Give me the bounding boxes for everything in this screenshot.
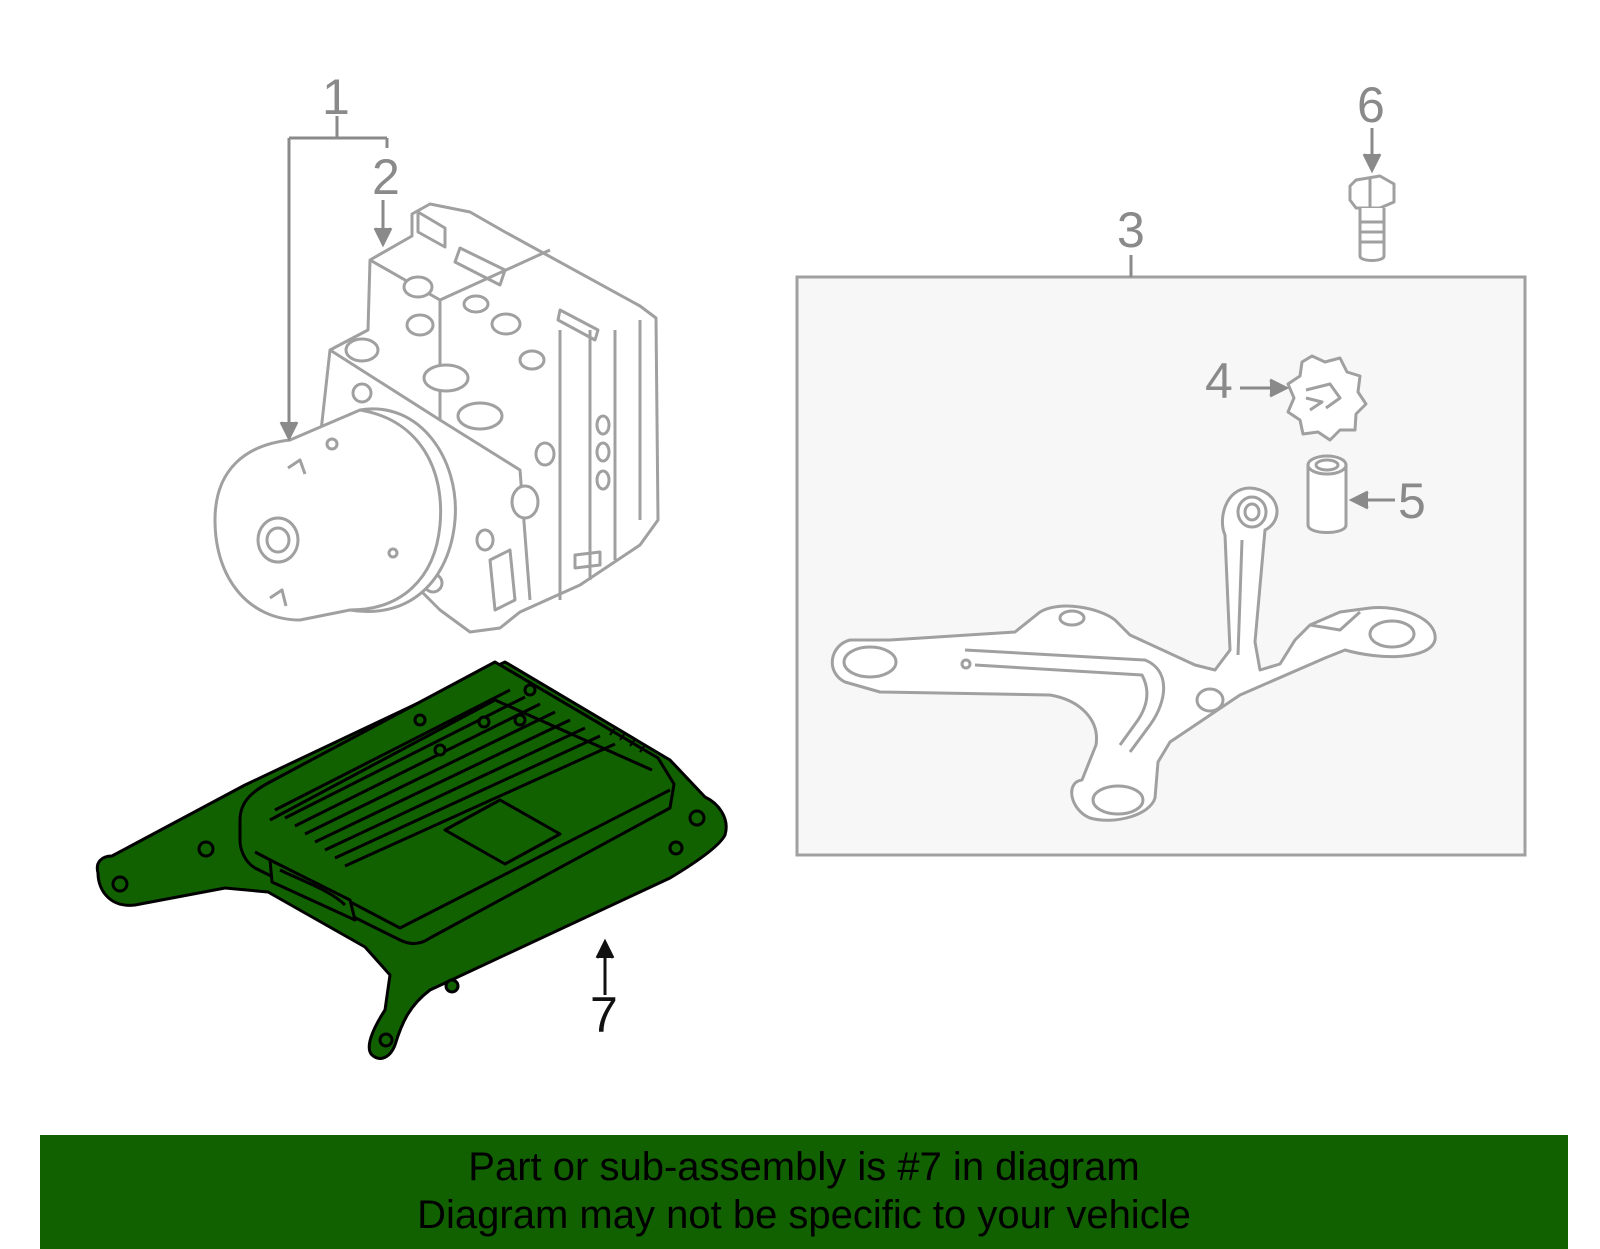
callout-4-leader	[1240, 378, 1290, 398]
banner-line-disclaimer: Diagram may not be specific to your vehi…	[417, 1193, 1191, 1237]
callout-7-leader	[595, 938, 615, 995]
mounting-bracket	[830, 486, 1437, 822]
callout-6: 6	[1357, 77, 1385, 133]
callout-5: 5	[1398, 473, 1426, 529]
nut-part-4	[1286, 354, 1368, 442]
abs-hydraulic-unit	[213, 202, 660, 634]
callout-2: 2	[372, 149, 400, 205]
banner-line-part-number: Part or sub-assembly is #7 in diagram	[468, 1145, 1140, 1189]
callout-4: 4	[1205, 353, 1233, 409]
abs-control-module	[95, 660, 728, 1060]
bracket-group-box	[795, 275, 1527, 857]
callout-1: 1	[322, 69, 350, 125]
bolt-part-6	[1348, 174, 1396, 262]
callout-7: 7	[590, 987, 618, 1043]
callout-3: 3	[1117, 202, 1145, 258]
callout-1-leader	[279, 116, 389, 442]
spacer-sleeve-part-5	[1306, 454, 1348, 534]
callout-5-leader	[1348, 490, 1395, 510]
parts-diagram: 1 2	[95, 69, 1527, 1060]
info-banner: Part or sub-assembly is #7 in diagram Di…	[40, 1135, 1568, 1249]
callout-6-leader	[1362, 128, 1382, 174]
callout-2-leader	[373, 200, 393, 248]
